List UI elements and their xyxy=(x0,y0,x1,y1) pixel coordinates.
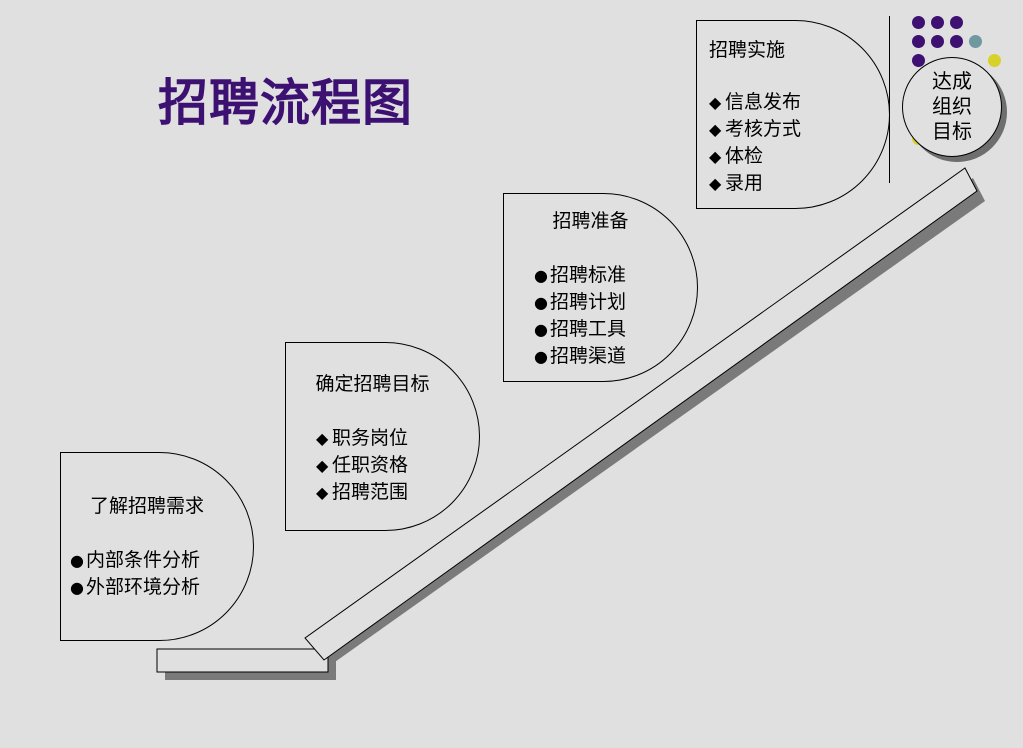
bullet-diamond-icon: ◆ xyxy=(709,120,722,139)
goal-circle: 达成 组织 目标 xyxy=(902,57,1002,157)
list-item: ◆考核方式 xyxy=(709,116,801,143)
bullet-circle-icon: ● xyxy=(534,293,548,312)
step-heading: 确定招聘目标 xyxy=(315,373,430,395)
bullet-circle-icon: ● xyxy=(534,266,548,285)
step-box-implementation: 招聘实施 ◆信息发布 ◆考核方式 ◆体检 ◆录用 xyxy=(696,20,890,209)
divider-line xyxy=(889,16,890,183)
step-item-list: ●内部条件分析 ●外部环境分析 xyxy=(70,547,200,601)
bullet-circle-icon: ● xyxy=(70,551,84,570)
bullet-circle-icon: ● xyxy=(534,347,548,366)
step-heading: 招聘实施 xyxy=(709,39,786,61)
step-box-understand-demand: 了解招聘需求 ●内部条件分析 ●外部环境分析 xyxy=(60,452,254,641)
dot-purple xyxy=(950,16,963,29)
list-item: ●招聘渠道 xyxy=(534,343,626,370)
list-item: ◆职务岗位 xyxy=(316,425,408,452)
goal-text-line: 目标 xyxy=(932,119,972,143)
step-box-preparation: 招聘准备 ●招聘标准 ●招聘计划 ●招聘工具 ●招聘渠道 xyxy=(503,193,698,382)
step-item-list: ◆职务岗位 ◆任职资格 ◆招聘范围 xyxy=(316,425,408,506)
list-item: ◆招聘范围 xyxy=(316,479,408,506)
dot-purple xyxy=(912,16,925,29)
bullet-diamond-icon: ◆ xyxy=(709,93,722,112)
list-item: ◆录用 xyxy=(709,170,801,197)
dot-purple xyxy=(931,35,944,48)
list-item: ●内部条件分析 xyxy=(70,547,200,574)
bullet-diamond-icon: ◆ xyxy=(316,456,329,475)
bullet-circle-icon: ● xyxy=(534,320,548,339)
list-item: ◆信息发布 xyxy=(709,89,801,116)
list-item: ◆体检 xyxy=(709,143,801,170)
list-item: ●招聘标准 xyxy=(534,262,626,289)
page-title: 招聘流程图 xyxy=(158,73,413,132)
list-item: ●招聘工具 xyxy=(534,316,626,343)
bullet-diamond-icon: ◆ xyxy=(316,483,329,502)
dot-purple xyxy=(912,54,925,67)
dot-purple xyxy=(950,35,963,48)
list-item: ●外部环境分析 xyxy=(70,574,200,601)
step-heading: 招聘准备 xyxy=(552,210,629,232)
step-heading: 了解招聘需求 xyxy=(89,495,204,517)
bullet-circle-icon: ● xyxy=(70,578,84,597)
list-item: ◆任职资格 xyxy=(316,452,408,479)
bullet-diamond-icon: ◆ xyxy=(709,147,722,166)
goal-text-line: 达成 xyxy=(932,69,972,93)
dot-teal xyxy=(969,35,982,48)
step-box-set-goals: 确定招聘目标 ◆职务岗位 ◆任职资格 ◆招聘范围 xyxy=(285,342,480,531)
goal-text-line: 组织 xyxy=(932,94,972,118)
step-item-list: ◆信息发布 ◆考核方式 ◆体检 ◆录用 xyxy=(709,89,801,197)
step-item-list: ●招聘标准 ●招聘计划 ●招聘工具 ●招聘渠道 xyxy=(534,262,626,370)
dot-yellow xyxy=(988,54,1001,67)
bullet-diamond-icon: ◆ xyxy=(709,174,722,193)
list-item: ●招聘计划 xyxy=(534,289,626,316)
bullet-diamond-icon: ◆ xyxy=(316,429,329,448)
dot-purple xyxy=(912,35,925,48)
dot-purple xyxy=(931,16,944,29)
